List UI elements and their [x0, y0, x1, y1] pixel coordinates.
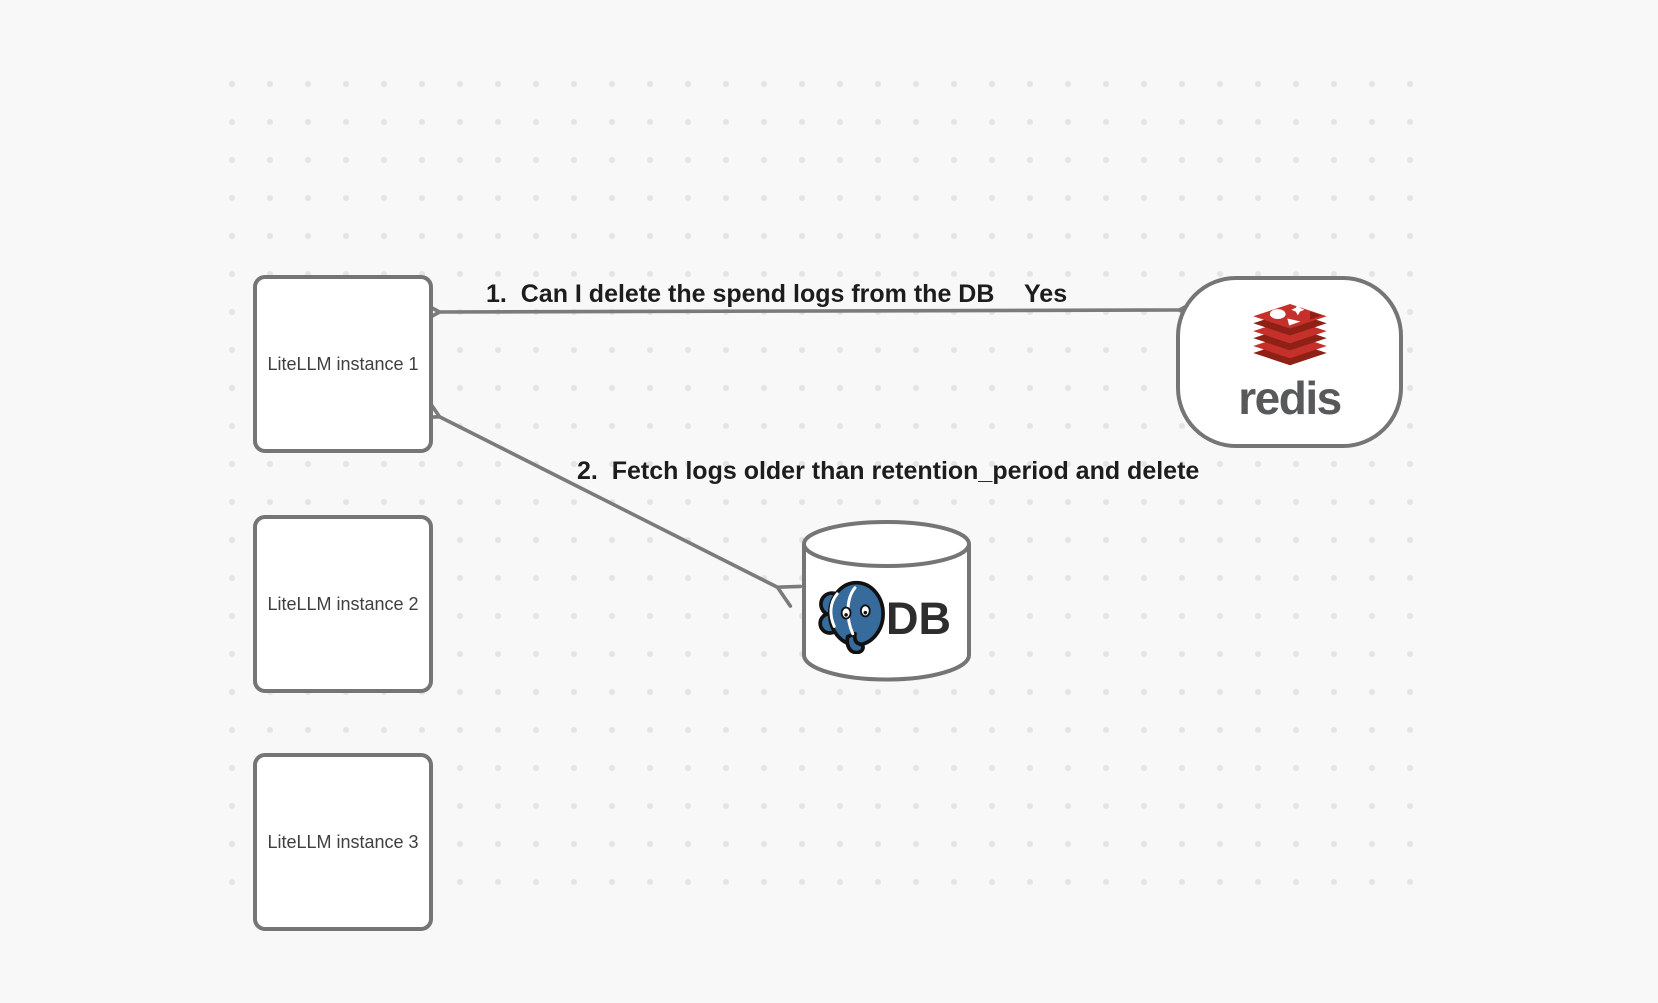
litellm-instance-3-node[interactable]: LiteLLM instance 3 — [253, 753, 433, 931]
edge2-action-label: 2. Fetch logs older than retention_perio… — [577, 457, 1200, 485]
edge1-response-label: Yes — [1024, 280, 1068, 308]
redis-node[interactable]: redis — [1176, 276, 1403, 448]
database-node[interactable]: DB — [800, 518, 973, 684]
db-label: DB — [886, 593, 951, 644]
postgres-elephant-icon — [818, 580, 885, 654]
litellm-instance-2-label: LiteLLM instance 2 — [267, 593, 419, 614]
redis-wordmark: redis — [1238, 371, 1342, 424]
litellm-instance-1-node[interactable]: LiteLLM instance 1 — [253, 275, 433, 453]
litellm-instance-2-node[interactable]: LiteLLM instance 2 — [253, 515, 433, 693]
redis-logo-icon — [1252, 303, 1327, 365]
litellm-instance-1-label: LiteLLM instance 1 — [267, 353, 419, 374]
litellm-instance-3-label: LiteLLM instance 3 — [267, 831, 419, 852]
edge1-question-label: 1. Can I delete the spend logs from the … — [486, 280, 995, 308]
database-cylinder-icon — [802, 520, 971, 682]
